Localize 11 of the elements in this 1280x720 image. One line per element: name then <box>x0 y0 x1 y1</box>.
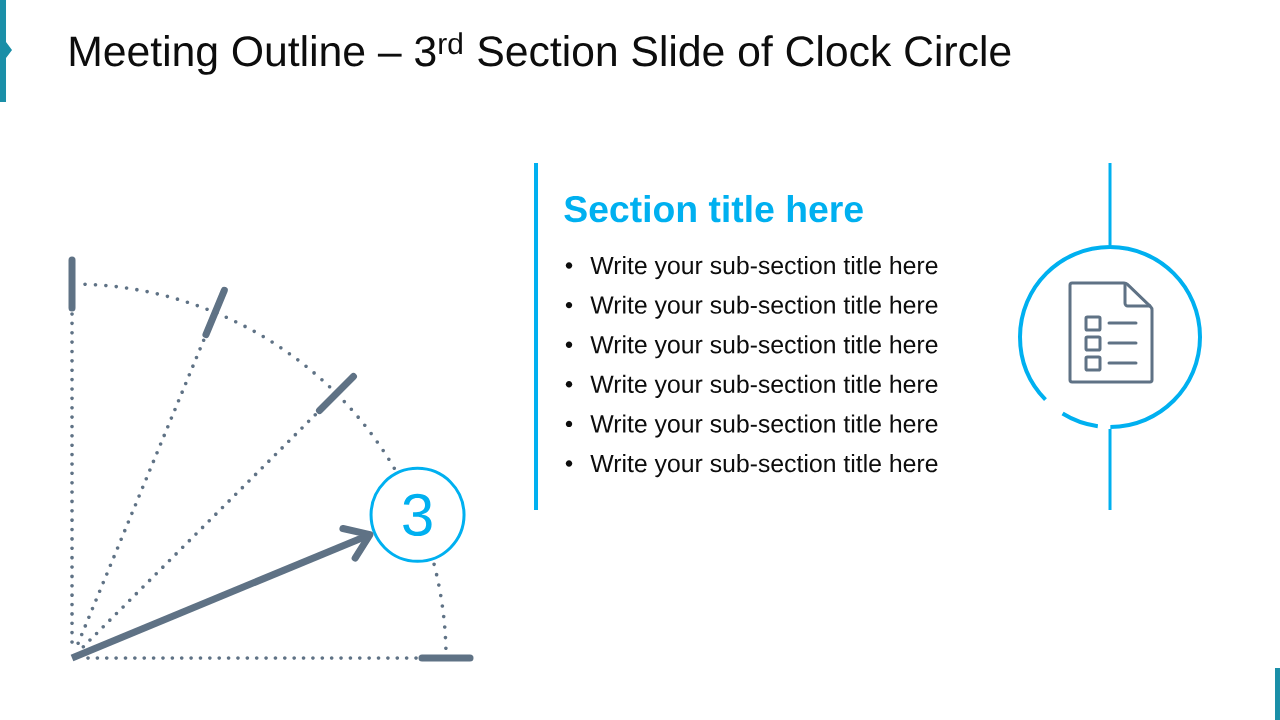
bullet-text: Write your sub-section title here <box>590 335 938 359</box>
section-heading: Section title here <box>564 194 863 223</box>
bullet-text: Write your sub-section title here <box>590 256 938 280</box>
bullet-text: Write your sub-section title here <box>590 374 938 398</box>
connector-line <box>1108 163 1112 245</box>
connector-line <box>1108 429 1112 510</box>
slide-title: Meeting Outline – 3$^{rd}$ Section Slide of Clock Circle <box>70 32 1011 75</box>
arrow <box>70 524 374 662</box>
bullet-text: Write your sub-section title here <box>590 454 938 478</box>
bullet-text: Write your sub-section title here <box>590 295 938 319</box>
bullet-text: Write your sub-section title here <box>590 414 938 438</box>
